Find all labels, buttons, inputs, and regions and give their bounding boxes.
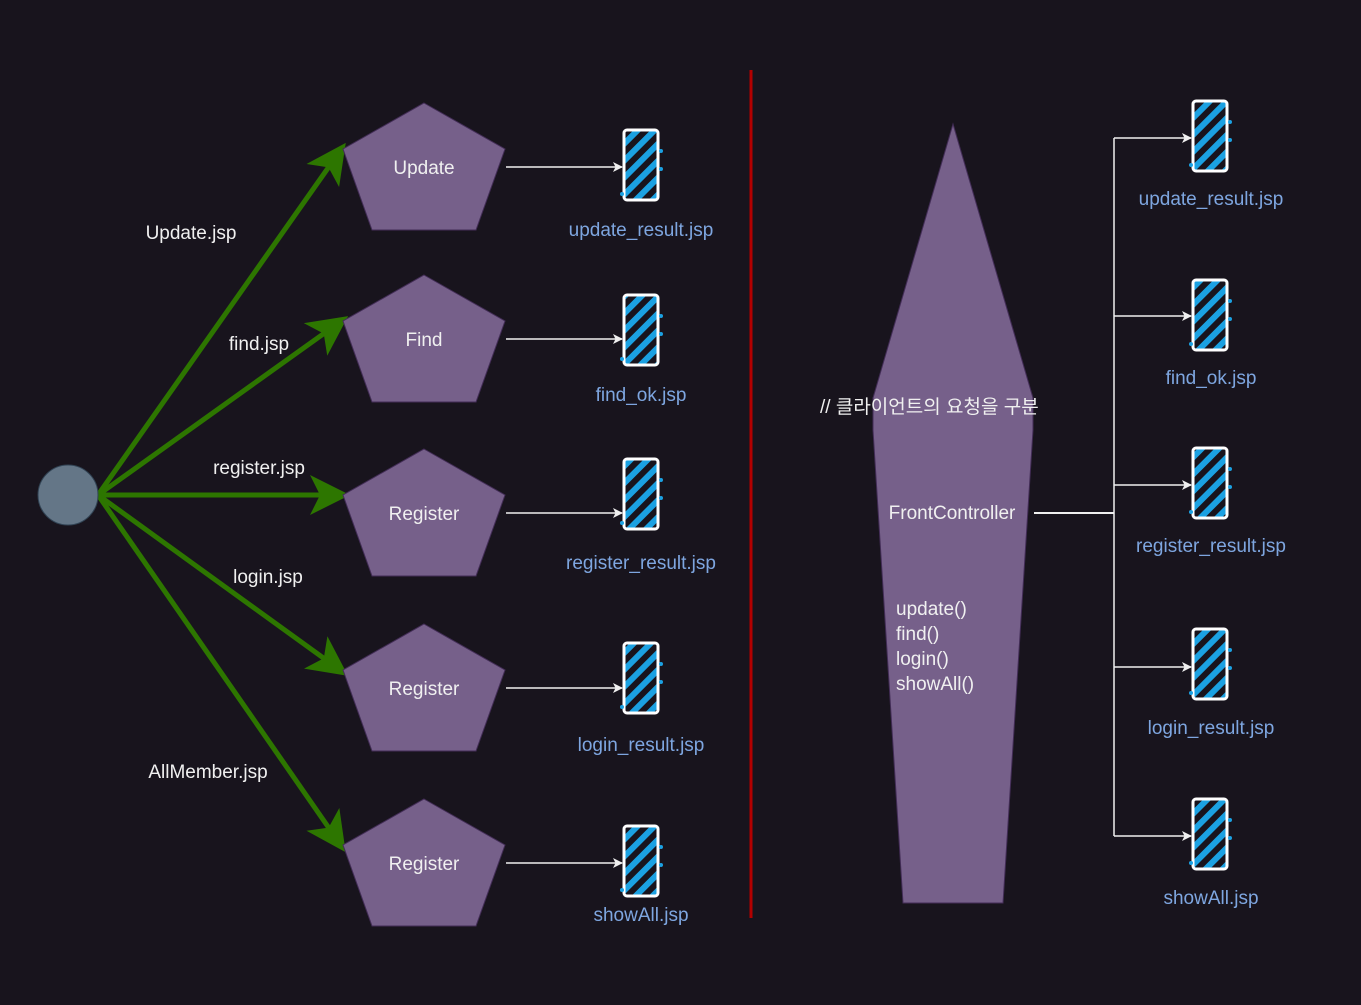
request-label: register.jsp <box>213 458 305 479</box>
handler-pentagon <box>342 798 506 927</box>
file-icon <box>620 824 663 898</box>
result-file-label: showAll.jsp <box>593 905 688 926</box>
request-label: login.jsp <box>233 567 303 588</box>
method-item: showAll() <box>896 674 974 695</box>
handler-pentagon <box>342 102 506 231</box>
controller-connectors <box>1034 138 1115 836</box>
file-icon <box>1189 99 1232 173</box>
file-icon <box>620 457 663 531</box>
method-item: login() <box>896 649 949 670</box>
method-item: update() <box>896 599 967 620</box>
request-labels: Update.jsp find.jsp register.jsp login.jspA… <box>146 223 305 783</box>
request-arrow <box>96 316 349 498</box>
right-result-label: register_result.jsp <box>1136 536 1286 557</box>
file-icon <box>1189 446 1232 520</box>
request-arrow <box>95 493 346 853</box>
right-result-label: update_result.jsp <box>1139 189 1284 210</box>
right-result-label: showAll.jsp <box>1163 888 1258 909</box>
handler-label: Register <box>389 854 460 875</box>
right-result-label: login_result.jsp <box>1148 718 1275 739</box>
request-label: find.jsp <box>229 334 289 355</box>
result-files: update_result.jsp find_ok.jsp register_res… <box>566 128 716 926</box>
handler-pentagon <box>342 448 506 577</box>
request-label: AllMember.jsp <box>148 762 267 783</box>
comment-label: // 클라이언트의 요청을 구분 <box>820 396 1039 418</box>
request-arrow <box>96 492 349 676</box>
file-icon <box>620 641 663 715</box>
result-file-label: login_result.jsp <box>578 735 705 756</box>
result-connectors <box>506 162 623 868</box>
right-result-files: update_result.jsp find_ok.jsp register_res… <box>1136 99 1286 909</box>
handler-label: Register <box>389 504 460 525</box>
file-icon <box>620 293 663 367</box>
request-arrow <box>95 142 346 497</box>
file-icon <box>1189 797 1232 871</box>
result-file-label: register_result.jsp <box>566 553 716 574</box>
request-arrows <box>95 142 350 853</box>
handler-label: Register <box>389 679 460 700</box>
method-item: find() <box>896 624 939 645</box>
front-controller-label: FrontController <box>889 503 1016 524</box>
origin-node-icon <box>37 464 99 526</box>
result-file-label: find_ok.jsp <box>596 385 687 406</box>
handler-label: Update <box>393 158 454 179</box>
file-icon <box>620 128 663 202</box>
right-result-label: find_ok.jsp <box>1166 368 1257 389</box>
handler-pentagon <box>342 623 506 752</box>
file-icon <box>1189 278 1232 352</box>
result-file-label: update_result.jsp <box>569 220 714 241</box>
file-icon <box>1189 627 1232 701</box>
handler-label: Find <box>406 330 443 351</box>
method-list: update() find() login() showAll() <box>896 599 974 695</box>
right-branches <box>1114 133 1192 841</box>
handler-pentagon <box>342 274 506 403</box>
request-label: Update.jsp <box>146 223 237 244</box>
front-controller-shape <box>872 122 1034 904</box>
